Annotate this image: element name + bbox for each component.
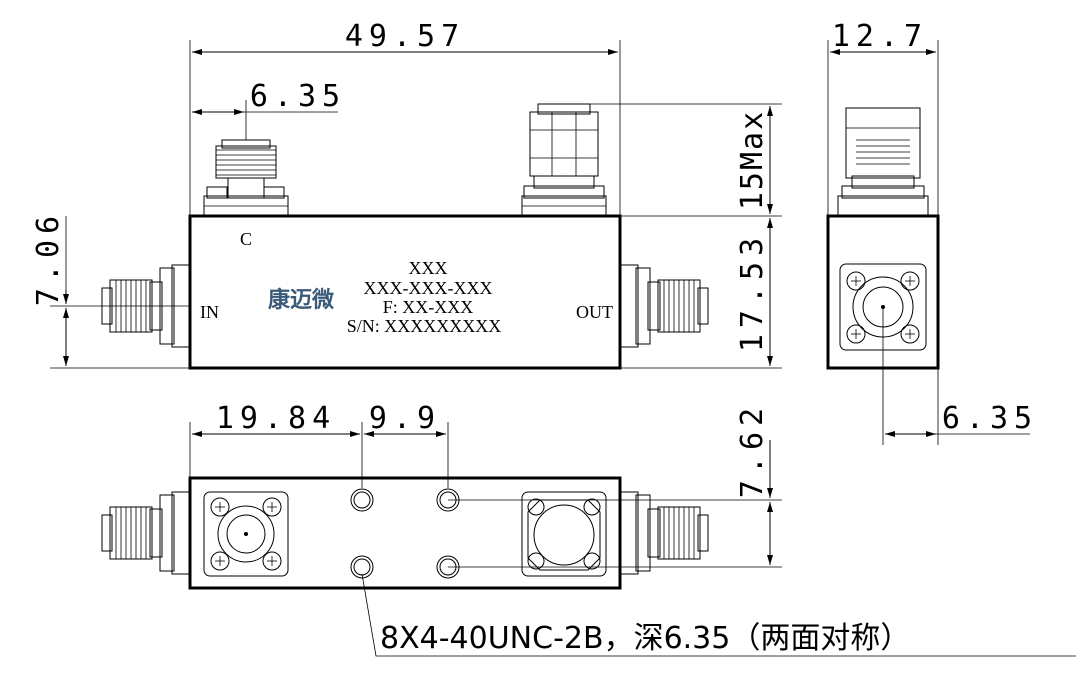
dim-bottom-port-offset: 7.62 [735, 402, 770, 498]
model-line-3: F: XX-XXX [383, 297, 474, 317]
top-right-connector [521, 103, 607, 217]
dim-body-height: 17.53 [735, 232, 770, 352]
dim-hole-pitch: 9.9 [369, 401, 441, 436]
side-dimensions: 12.7 6.35 [827, 19, 1038, 445]
front-body [188, 214, 622, 370]
bottom-body [188, 476, 622, 590]
dim-connector-height: 15Max [735, 110, 770, 210]
dim-port-height: 7.06 [31, 210, 66, 306]
dim-overall-length: 49.57 [345, 19, 465, 54]
dim-side-width: 12.7 [832, 19, 928, 54]
model-line-2: XXX-XXX-XXX [364, 278, 493, 298]
front-dimensions: 49.57 6.35 15Max 17.53 7.06 [31, 19, 782, 369]
out-connector [619, 264, 709, 348]
dim-coupled-offset: 6.35 [250, 79, 346, 114]
model-line-4: S/N: XXXXXXXXX [347, 316, 502, 336]
coupled-port-label: C [240, 229, 252, 249]
bottom-dimensions: 19.84 9.9 7.62 [189, 401, 782, 568]
output-port-label: OUT [576, 302, 613, 322]
model-line-1: XXX [409, 258, 448, 278]
thread-note: 8X4-40UNC-2B，深6.35（两面对称） [361, 573, 1076, 657]
input-port-label: IN [200, 302, 219, 322]
brand-logo: 康迈微 [268, 287, 334, 313]
front-view: C IN OUT 康迈微 XXX XXX-XXX-XXX F: XX-XXX S… [101, 103, 709, 370]
bottom-view [101, 476, 709, 590]
coupled-connector [203, 139, 289, 217]
thread-note-text: 8X4-40UNC-2B，深6.35（两面对称） [380, 621, 910, 656]
dim-hole-offset: 19.84 [216, 401, 336, 436]
note-leader [361, 573, 1076, 657]
dim-side-port-offset: 6.35 [942, 401, 1038, 436]
